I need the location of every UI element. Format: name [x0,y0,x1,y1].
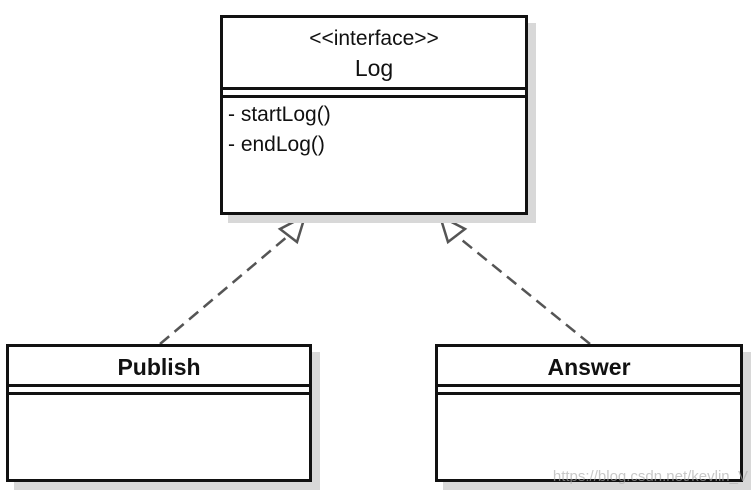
answer-header-separator [438,384,740,395]
publish-realization-arrowhead [277,213,308,245]
end-log-method: - endLog() [228,133,325,156]
source-watermark: https://blog.csdn.net/kevlin_V [552,468,748,485]
publish-class-box[interactable]: Publish [6,344,312,482]
publish-class-header: Publish [9,347,309,384]
answer-class-name: Answer [547,354,631,380]
log-methods-section: - startLog() - endLog() [223,98,525,160]
answer-class-header: Answer [438,347,740,384]
start-log-method: - startLog() [228,103,331,126]
log-interface-header: <<interface>> Log [223,18,525,87]
answer-realization-arrowhead [437,213,468,245]
publish-realization-line [159,235,289,345]
answer-realization-line [456,235,591,345]
interface-stereotype-label: <<interface>> [309,27,439,50]
log-interface-name: Log [354,55,394,81]
log-interface-box[interactable]: <<interface>> Log - startLog() - endLog(… [220,15,528,215]
log-header-separator [223,87,525,98]
publish-header-separator [9,384,309,395]
answer-class-box[interactable]: Answer [435,344,743,482]
publish-class-name: Publish [117,354,201,380]
